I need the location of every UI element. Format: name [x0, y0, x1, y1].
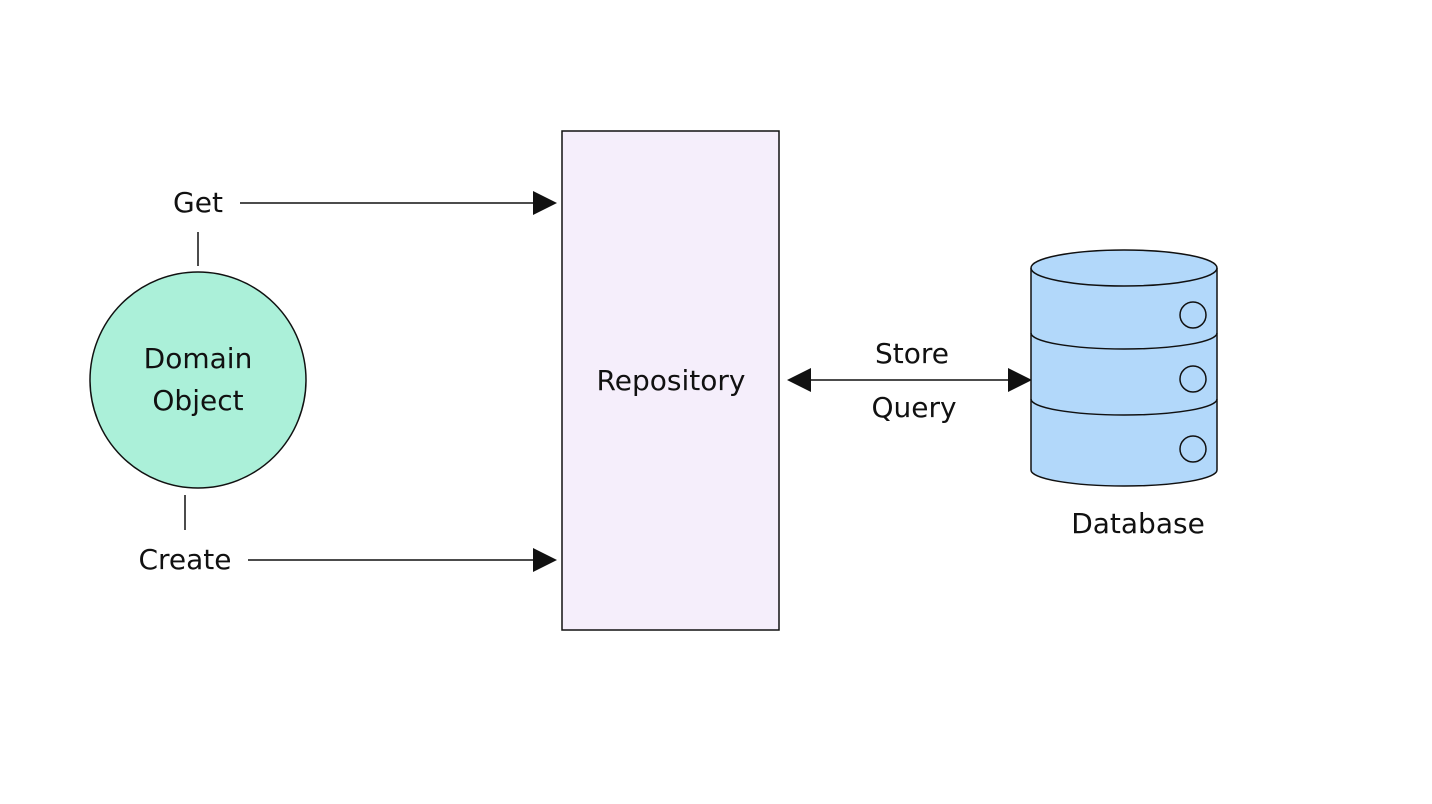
domain-object-label-line2: Object: [152, 384, 243, 417]
database-body: [1030, 268, 1218, 487]
database-band-1: [1030, 332, 1218, 350]
repository-node[interactable]: [561, 130, 780, 631]
database-indicator-3: [1179, 435, 1207, 463]
database-indicator-2: [1179, 365, 1207, 393]
database-cylinder-icon[interactable]: [1030, 249, 1218, 487]
repository-label: Repository: [597, 364, 746, 397]
domain-object-node[interactable]: [89, 271, 307, 489]
database-top: [1030, 249, 1218, 287]
create-label: Create: [138, 543, 231, 576]
get-label: Get: [173, 186, 223, 219]
database-band-2: [1030, 398, 1218, 416]
store-label: Store: [875, 337, 949, 370]
database-label: Database: [1071, 507, 1205, 540]
database-indicator-1: [1179, 301, 1207, 329]
query-label: Query: [871, 391, 956, 424]
domain-object-label-line1: Domain: [144, 342, 253, 375]
